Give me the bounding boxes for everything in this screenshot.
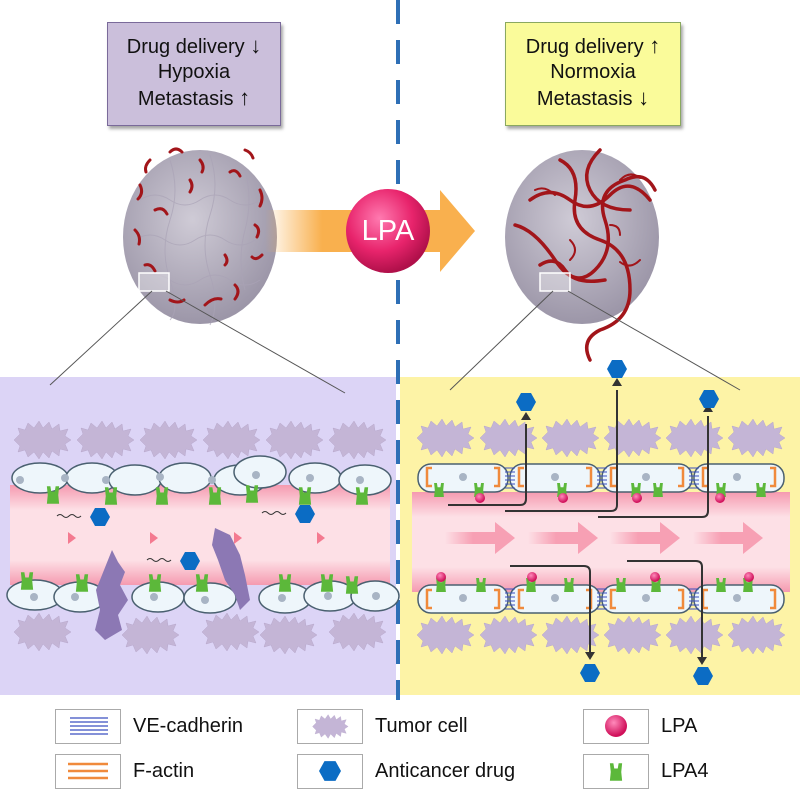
- legend-label: VE-cadherin: [133, 715, 244, 737]
- left-summary-line: Metastasis ↑: [137, 85, 251, 110]
- zoom-lines: [49, 290, 741, 394]
- arrow-up-icon: ↑: [649, 33, 661, 58]
- lpa-molecules: [436, 493, 754, 582]
- legend-label: LPA4: [661, 760, 709, 782]
- f-actin-cortical: [425, 466, 777, 610]
- arrow-down-icon: ↓: [250, 33, 262, 58]
- right-vessel: [412, 360, 790, 685]
- tumor-cells-top-left: [13, 420, 387, 460]
- legend-item: LPA4: [583, 754, 708, 789]
- legend-item: F-actin: [55, 754, 194, 789]
- arrow-down-icon: ↓: [638, 85, 650, 110]
- ve-cadherin-icon: [55, 709, 121, 744]
- tumor-cell-icon: [297, 709, 363, 744]
- right-summary-line: Drug delivery ↑: [525, 33, 661, 58]
- legend-label: LPA: [661, 715, 698, 737]
- left-summary-line: Drug delivery ↓: [126, 33, 262, 58]
- legend-item: Anticancer drug: [297, 754, 515, 789]
- flow-arrows-right: [445, 522, 763, 554]
- left-vessel: [6, 420, 400, 655]
- flow-arrows-left: [68, 532, 325, 544]
- f-actin-icon: [55, 754, 121, 789]
- legend-item: Tumor cell: [297, 709, 468, 744]
- ve-cadherin-junctions: [505, 467, 699, 610]
- legend-label: Tumor cell: [375, 715, 468, 737]
- left-summary-line: Hypoxia: [157, 61, 231, 83]
- tumor-cells-top-right: [416, 418, 786, 458]
- anticancer-drug-icon: [297, 754, 363, 789]
- legend-label: Anticancer drug: [375, 760, 516, 782]
- tumor-cells-bottom-right: [416, 615, 786, 655]
- lpa4-icon: [583, 754, 649, 789]
- drug-paths: [448, 390, 709, 657]
- left-summary-box: Drug delivery ↓ Hypoxia Metastasis ↑: [107, 22, 281, 126]
- legend-label: F-actin: [133, 760, 195, 782]
- lpa-sphere: [346, 189, 430, 273]
- right-summary-box: Drug delivery ↑ Normoxia Metastasis ↓: [505, 22, 681, 126]
- drug-flow-left: [56, 505, 315, 570]
- right-tumor-sphere: [505, 148, 659, 362]
- arrow-up-icon: ↑: [239, 85, 251, 110]
- left-tumor-sphere: [123, 147, 277, 326]
- tumor-cells-bottom-left: [13, 612, 387, 655]
- legend-item: LPA: [583, 709, 697, 744]
- lpa-icon: [583, 709, 649, 744]
- legend-item: VE-cadherin: [55, 709, 243, 744]
- invading-tumor-cells: [95, 528, 250, 640]
- lpa-center-label: LPA: [361, 215, 415, 247]
- right-summary-line: Normoxia: [550, 61, 636, 83]
- right-summary-line: Metastasis ↓: [536, 85, 650, 110]
